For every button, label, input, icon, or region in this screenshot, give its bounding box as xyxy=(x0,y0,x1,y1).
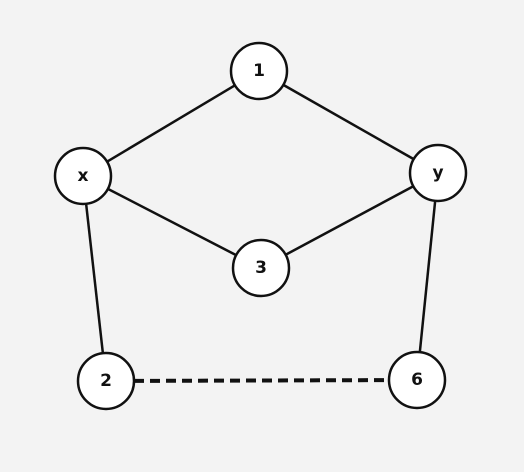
node-x: x xyxy=(53,146,113,206)
node-6-circle xyxy=(387,350,447,410)
node-3-circle xyxy=(231,238,291,298)
edges-layer xyxy=(84,83,437,383)
node-2-label: 2 xyxy=(100,371,112,391)
node-6-label: 6 xyxy=(411,370,423,390)
node-x-label: x xyxy=(78,166,89,186)
edge-2-6 xyxy=(133,378,390,383)
node-6: 6 xyxy=(387,350,447,410)
node-y-circle xyxy=(408,143,468,203)
node-1-label: 1 xyxy=(253,61,265,81)
edge-3-y xyxy=(285,185,414,256)
node-1-circle xyxy=(229,41,289,101)
edge-x-3 xyxy=(107,187,237,257)
node-2: 2 xyxy=(76,351,136,411)
node-2-circle xyxy=(76,351,136,411)
edge-x-2 xyxy=(84,203,105,354)
node-y-label: y xyxy=(432,163,443,183)
node-1: 1 xyxy=(229,41,289,101)
node-3: 3 xyxy=(231,238,291,298)
nodes-layer: 1 x y 3 2 6 xyxy=(53,41,468,411)
node-y: y xyxy=(408,143,468,203)
edge-x-1 xyxy=(106,84,236,163)
node-x-circle xyxy=(53,146,113,206)
edge-y-6 xyxy=(418,200,437,353)
node-3-label: 3 xyxy=(255,258,267,278)
edge-1-y xyxy=(282,83,415,161)
